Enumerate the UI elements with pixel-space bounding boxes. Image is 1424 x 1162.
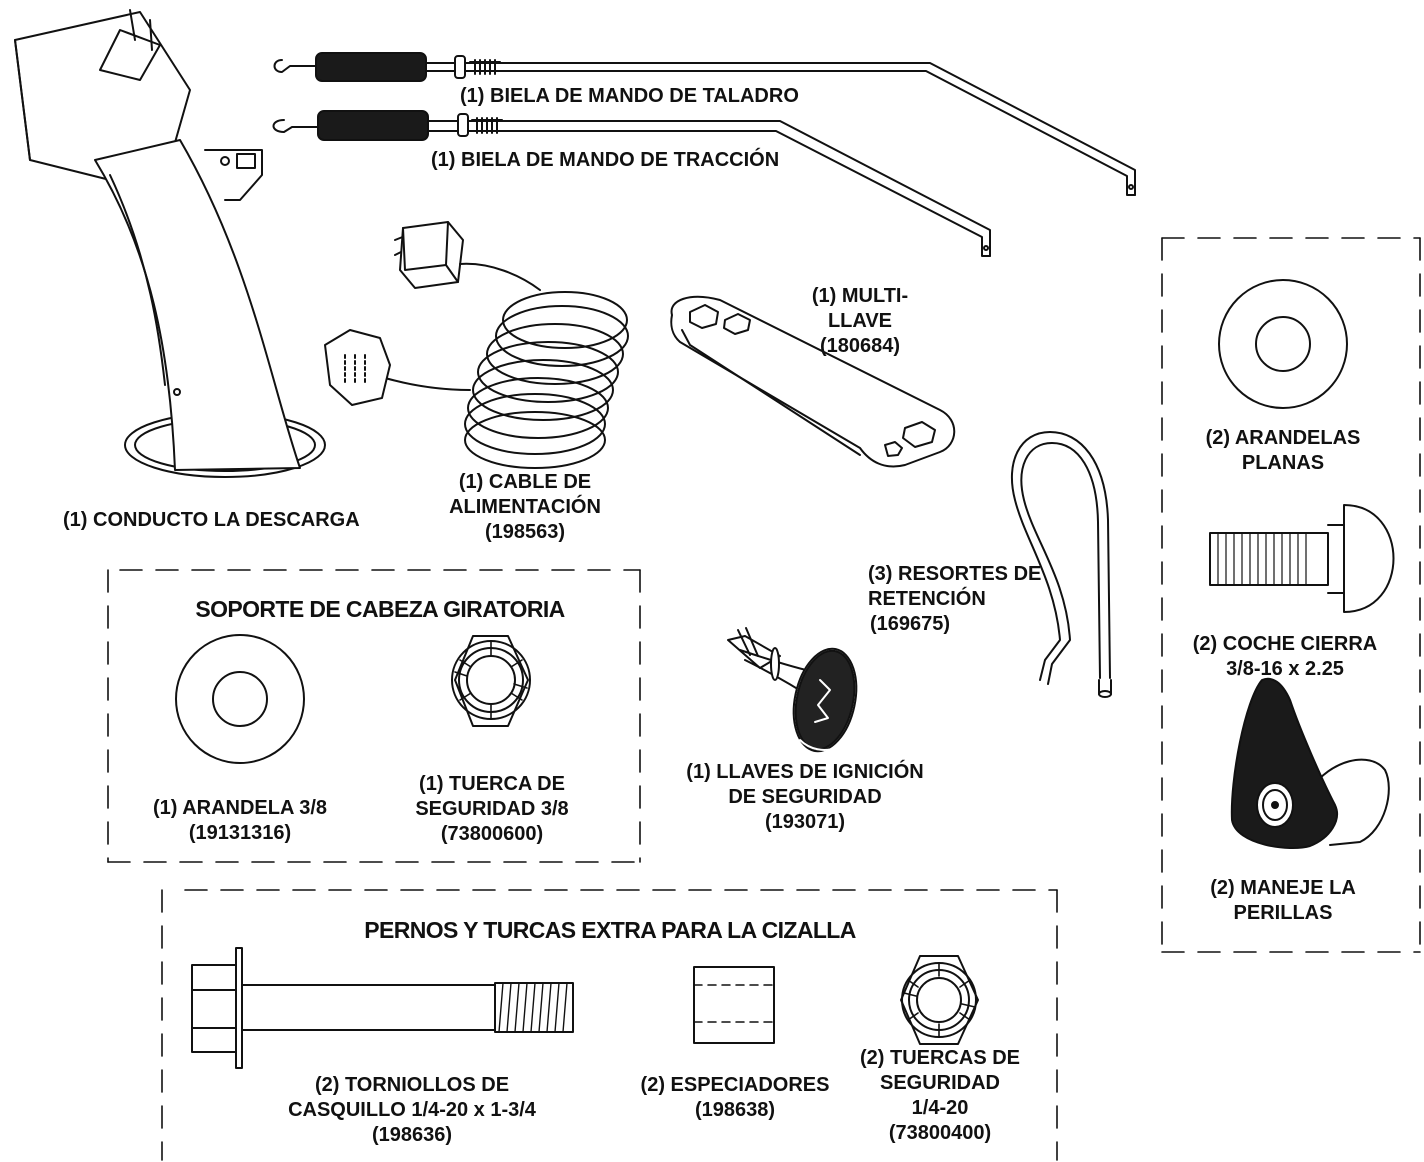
carriage-bolts-label-line2: 3/8-16 x 2.25 <box>1226 658 1344 680</box>
shear-locknuts-label: (2) TUERCAS DE SEGURIDAD 1/4-20 (7380040… <box>850 1046 1030 1146</box>
retaining-springs-label: (3) RESORTES DE RETENCIÓN (169675) <box>868 562 1041 637</box>
multi-wrench-label-line2: LLAVE <box>827 310 893 332</box>
shear-bolt-drawing <box>191 947 574 1069</box>
swivel-group-box <box>107 569 641 863</box>
power-cord-label-line1: (1) CABLE DE <box>458 471 592 493</box>
multi-wrench-label: (1) MULTI- LLAVE (180684) <box>800 284 920 359</box>
hardware-group-box <box>1161 237 1421 953</box>
shear-locknuts-label-line3: 1/4-20 <box>911 1097 969 1119</box>
shear-locknuts-label-line2: SEGURIDAD <box>879 1072 1000 1094</box>
shear-bolts-label-line2: CASQUILLO 1/4-20 x 1-3/4 <box>288 1099 536 1121</box>
retaining-springs-label-line1: (3) RESORTES DE <box>868 563 1042 585</box>
shear-locknuts-label-line4: (73800400) <box>888 1122 992 1144</box>
shear-locknut-drawing <box>900 955 979 1045</box>
handle-knob-drawing <box>1230 677 1390 849</box>
drive-control-rod-drawing <box>272 110 991 257</box>
swivel-locknut-label-line3: (73800600) <box>440 823 544 845</box>
power-cord-label-line2: ALIMENTACIÓN <box>449 496 601 518</box>
carriage-bolts-label-line1: (2) COCHE CIERRA <box>1192 633 1378 655</box>
swivel-washer-label: (1) ARANDELA 3/8 (19131316) <box>130 796 350 846</box>
shear-locknuts-label-line1: (2) TUERCAS DE <box>859 1047 1020 1069</box>
shear-group-title: PERNOS Y TURCAS EXTRA PARA LA CIZALLA <box>364 917 856 943</box>
power-cord-label: (1) CABLE DE ALIMENTACIÓN (198563) <box>410 470 640 545</box>
multi-wrench-label-line1: (1) MULTI- <box>811 285 909 307</box>
shear-spacers-label: (2) ESPECIADORES (198638) <box>620 1073 850 1123</box>
shear-spacer-drawing <box>693 966 775 1044</box>
discharge-chute-drawing <box>14 9 326 478</box>
swivel-washer-label-line1: (1) ARANDELA 3/8 <box>152 797 328 819</box>
swivel-locknut-label-line2: SEGURIDAD 3/8 <box>415 798 569 820</box>
ignition-keys-label-line2: DE SEGURIDAD <box>728 786 882 808</box>
power-cord-drawing <box>324 221 629 469</box>
shear-bolts-label-line1: (2) TORNIOLLOS DE <box>314 1074 510 1096</box>
swivel-group-title: SOPORTE DE CABEZA GIRATORIA <box>195 596 565 622</box>
chute-label: (1) CONDUCTO LA DESCARGA <box>63 509 360 531</box>
swivel-washer-label-line2: (19131316) <box>188 822 292 844</box>
handle-knobs-label: (2) MANEJE LA PERILLAS <box>1183 876 1383 926</box>
retaining-springs-label-line3: (169675) <box>870 613 951 635</box>
swivel-locknut-label-line1: (1) TUERCA DE <box>419 773 565 795</box>
drive-rod-label: (1) BIELA DE MANDO DE TRACCIÓN <box>431 149 780 171</box>
flat-washers-label-line2: PLANAS <box>1241 452 1325 474</box>
flat-washers-label-line1: (2) ARANDELAS <box>1205 427 1361 449</box>
auger-control-rod-drawing <box>273 52 1136 196</box>
swivel-locknut-label: (1) TUERCA DE SEGURIDAD 3/8 (73800600) <box>392 772 592 847</box>
retaining-springs-label-line2: RETENCIÓN <box>868 588 986 610</box>
carriage-bolt-drawing <box>1209 504 1395 613</box>
carriage-bolts-label: (2) COCHE CIERRA 3/8-16 x 2.25 <box>1180 632 1390 682</box>
ignition-keys-label-line3: (193071) <box>764 811 846 833</box>
power-cord-label-line3: (198563) <box>484 521 566 543</box>
shear-spacers-label-line2: (198638) <box>694 1099 776 1121</box>
ignition-keys-label: (1) LLAVES DE IGNICIÓN DE SEGURIDAD (193… <box>660 760 950 835</box>
swivel-locknut-drawing <box>451 635 531 727</box>
shear-group-box <box>161 889 1058 1161</box>
flat-washer-drawing <box>1218 279 1348 409</box>
shear-spacers-label-line1: (2) ESPECIADORES <box>640 1074 830 1096</box>
auger-rod-label: (1) BIELA DE MANDO DE TALADRO <box>460 85 799 107</box>
ignition-key-drawing <box>727 627 858 753</box>
multi-wrench-drawing <box>670 295 956 468</box>
swivel-washer-drawing <box>175 634 305 764</box>
handle-knobs-label-line1: (2) MANEJE LA <box>1210 877 1356 899</box>
multi-wrench-label-line3: (180684) <box>819 335 901 357</box>
retaining-spring-drawing <box>1010 431 1112 698</box>
ignition-keys-label-line1: (1) LLAVES DE IGNICIÓN <box>686 761 924 783</box>
handle-knobs-label-line2: PERILLAS <box>1233 902 1333 924</box>
flat-washers-label: (2) ARANDELAS PLANAS <box>1183 426 1383 476</box>
shear-bolts-label-line3: (198636) <box>371 1124 453 1146</box>
shear-bolts-label: (2) TORNIOLLOS DE CASQUILLO 1/4-20 x 1-3… <box>262 1073 562 1148</box>
